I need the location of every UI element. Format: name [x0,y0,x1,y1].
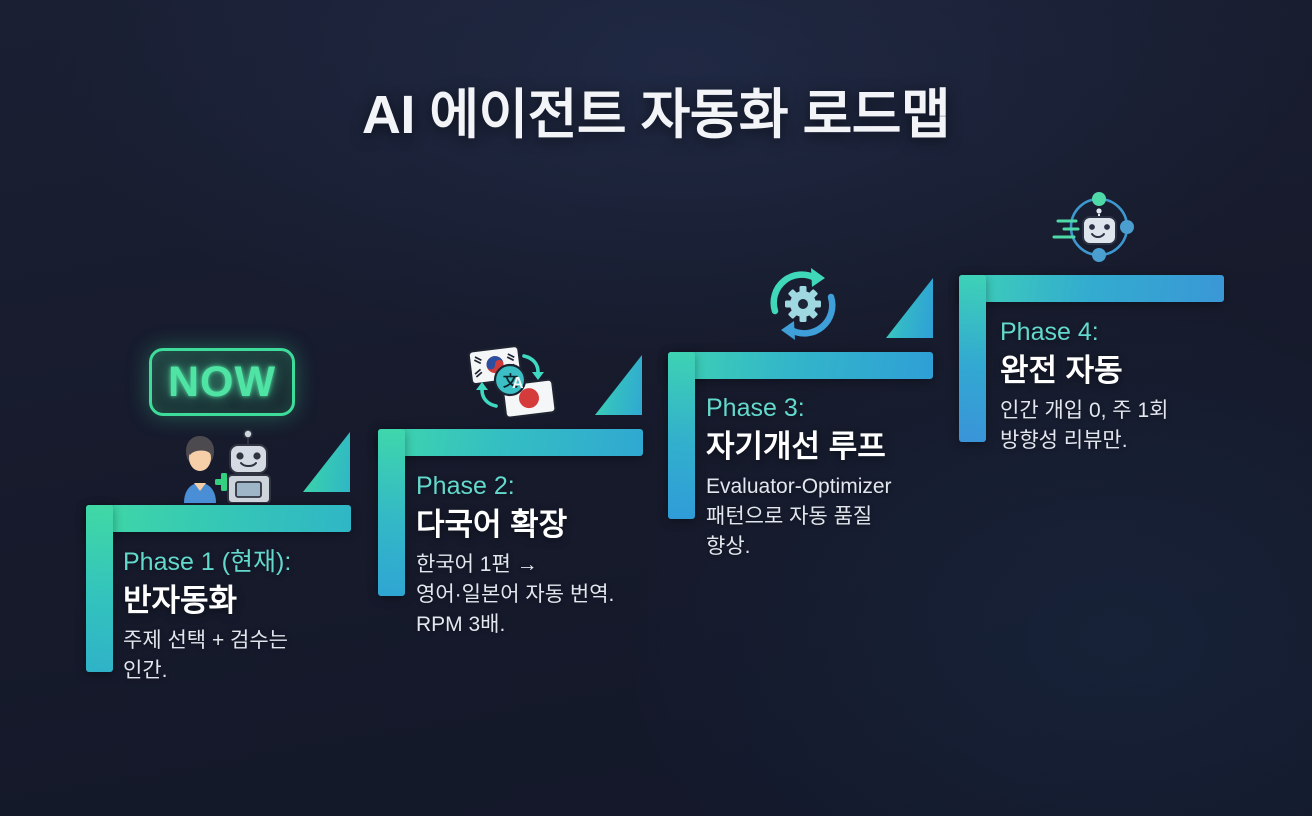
step-3-desc: Evaluator-Optimizer 패턴으로 자동 품질 향상. [706,474,892,558]
human-plus-robot-icon [166,425,274,504]
step-3-left-bar [668,352,695,519]
svg-text:A: A [512,375,524,392]
step-4-text: Phase 4: 완전 자동 인간 개입 0, 주 1회 방향성 리뷰만. [1000,318,1260,456]
step-1-text: Phase 1 (현재): 반자동화 주제 선택 + 검수는 인간. [123,548,363,686]
step-1-label: Phase 1 (현재): [123,548,292,576]
step-2-label: Phase 2: [416,472,515,500]
orbiting-robot-icon [1052,188,1142,266]
step-1-desc: 주제 선택 + 검수는 인간. [123,628,289,682]
step-4-desc: 인간 개입 0, 주 1회 방향성 리뷰만. [1000,398,1169,452]
step-3-label: Phase 3: [706,394,805,422]
page-title: AI 에이전트 자동화 로드맵 [361,85,951,145]
step-2-text: Phase 2: 다국어 확장 한국어 1편 → 영어·일본어 자동 번역. R… [416,472,681,639]
step-2-desc: 한국어 1편 → 영어·일본어 자동 번역. RPM 3배. [416,552,615,636]
step-1-title: 반자동화 [123,582,238,618]
now-badge-label: NOW [167,357,277,406]
svg-text:文: 文 [503,372,519,390]
step-3-title: 자기개선 루프 [706,428,886,464]
gear-refresh-loop-icon [757,266,849,342]
step-1-top-bar [86,505,351,532]
translate-flags-icon: 文 A [462,342,558,419]
step-1-left-bar [86,505,113,672]
step-3-text: Phase 3: 자기개선 루프 Evaluator-Optimizer 패턴으… [706,394,981,561]
step-4-left-bar [959,275,986,442]
step-4-top-bar [959,275,1224,302]
step-2-left-bar [378,429,405,596]
step-2-title: 다국어 확장 [416,506,568,542]
step-2-top-bar [378,429,643,456]
step-4-label: Phase 4: [1000,318,1099,346]
step-3-top-bar [668,352,933,379]
step-4-title: 완전 자동 [1000,352,1123,388]
now-badge: NOW [149,348,295,416]
